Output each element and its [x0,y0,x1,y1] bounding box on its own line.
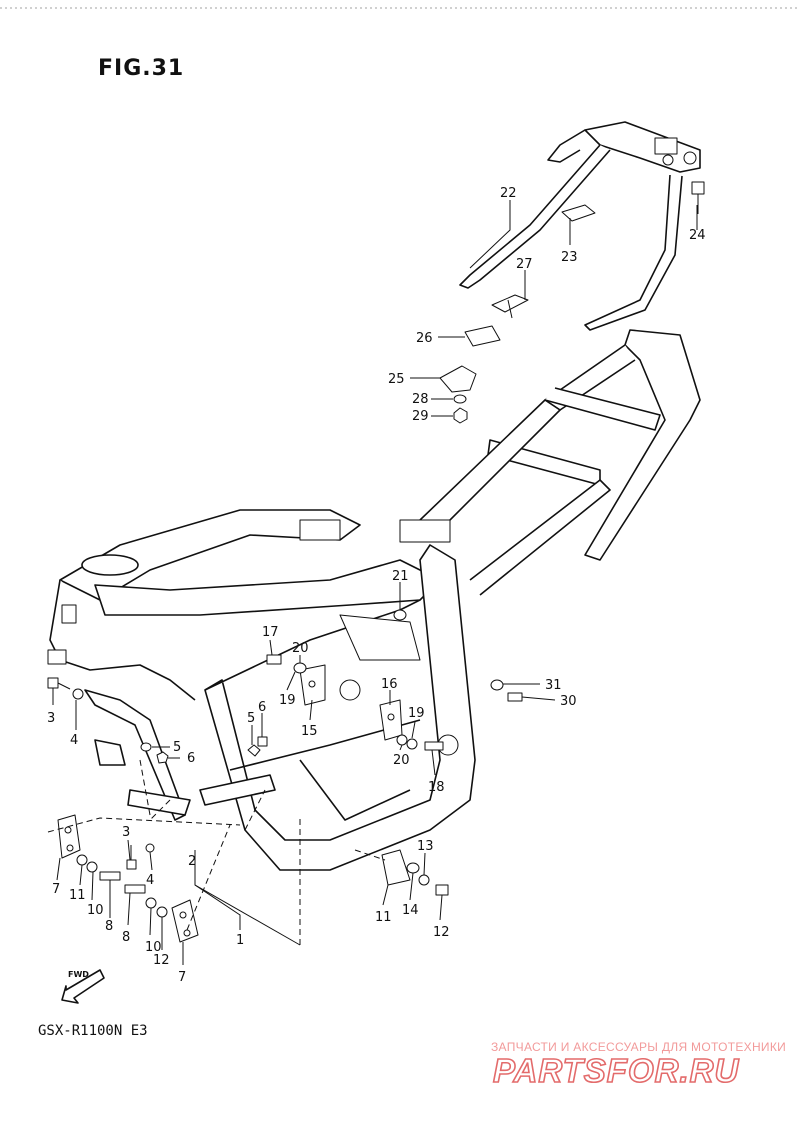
callout-16: 16 [381,677,398,692]
pad-23 [561,204,596,222]
callout-23: 23 [561,250,578,265]
callout-24: 24 [689,228,706,243]
callout-19a: 19 [279,693,296,708]
callout-31: 31 [545,678,562,693]
callout-9a: 10 [87,903,104,918]
seat-rail-handle [459,121,701,331]
fwd-arrow-icon [61,969,105,1004]
callout-3a: 3 [47,711,55,726]
callout-11: 11 [375,910,392,925]
bracket-27 [491,294,529,319]
callout-15: 15 [301,724,318,739]
leader-lines [52,200,698,965]
plate-7a [57,814,81,859]
callout-numbers: 22 23 24 27 26 25 28 29 21 17 20 19 15 1… [47,186,706,985]
callout-30: 30 [560,694,577,709]
callout-26: 26 [416,331,433,346]
callout-14: 14 [402,903,419,918]
callout-13: 13 [417,839,434,854]
callout-17: 17 [262,625,279,640]
model-code: GSX-R1100N E3 [38,1023,148,1039]
callout-20b: 20 [393,753,410,768]
bracket-15 [299,664,326,706]
callout-20a: 20 [292,641,309,656]
lower-frame-member [84,689,276,821]
callout-6b: 6 [187,751,195,766]
fwd-label: FWD [68,970,89,979]
bolt-24 [691,181,705,214]
watermark-tagline: ЗАПЧАСТИ И АКСЕССУАРЫ ДЛЯ МОТОТЕХНИКИ [491,1040,787,1054]
bracket-11 [381,849,411,886]
callout-5a: 5 [247,711,255,726]
callout-22: 22 [500,186,517,201]
callout-8a: 8 [105,919,113,934]
watermark-brand: PARTSFOR.RU [492,1051,740,1090]
nut-29 [453,407,468,424]
callout-27: 27 [516,257,533,272]
callout-7b: 7 [178,970,186,985]
callout-10b: 12 [153,953,170,968]
callout-18: 18 [428,780,445,795]
callout-28: 28 [412,392,429,407]
callout-9b: 10 [145,940,162,955]
pad-26 [464,325,501,347]
callout-4b: 4 [146,873,154,888]
reference-lines [47,759,386,945]
figure-title: FIG.31 [98,56,185,81]
callout-10a: 11 [69,888,86,903]
callout-2: 2 [188,854,196,869]
callout-25: 25 [388,372,405,387]
callout-12: 12 [433,925,450,940]
holder-25 [439,365,477,393]
main-frame [47,329,701,871]
callout-21: 21 [392,569,409,584]
washer-28 [453,394,467,404]
callout-29: 29 [412,409,429,424]
bracket-16 [379,699,403,741]
callout-1: 1 [236,933,244,948]
plate-7b [171,899,199,943]
callout-6a: 6 [258,700,266,715]
callout-19b: 19 [408,706,425,721]
callout-5b: 5 [173,740,181,755]
callout-3b: 3 [122,825,130,840]
callout-7a: 7 [52,882,60,897]
callout-8b: 8 [122,930,130,945]
callout-4a: 4 [70,733,78,748]
